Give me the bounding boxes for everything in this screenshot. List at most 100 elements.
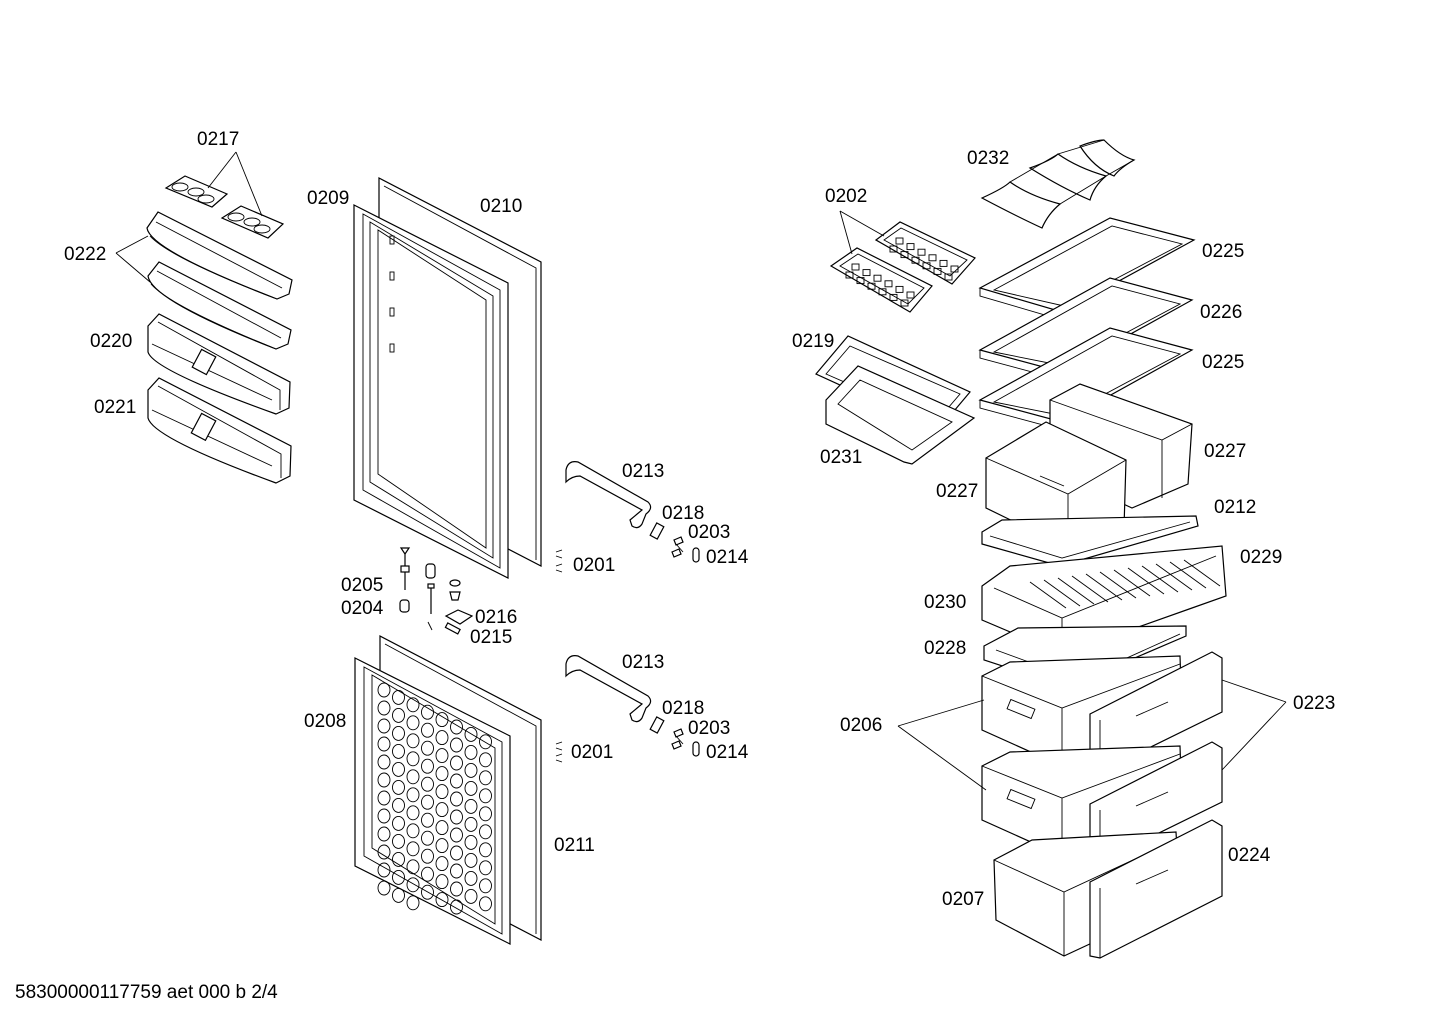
dimple [377,808,391,824]
ice-cell [922,262,931,270]
dimple [377,880,391,896]
dimple [421,758,434,774]
dimple [464,726,478,742]
callout-0220: 0220 [90,331,133,352]
dimple [464,816,478,832]
dimple [435,856,449,872]
ice-cell [906,291,915,299]
dimple [406,895,420,911]
hardware-bottom [555,716,700,763]
dimple [464,870,478,886]
leader-0217 [207,151,263,217]
dimple [421,848,434,864]
slat [1085,573,1123,601]
callout-0230: 0230 [924,592,967,613]
slat [1127,567,1165,595]
callout-0213-top: 0213 [622,461,665,482]
dimple [392,887,405,903]
ice-cell [933,267,942,275]
slat [1057,577,1095,605]
callout-0205: 0205 [341,575,384,596]
ice-cell [944,273,953,281]
dimple [392,779,405,795]
callout-0225-b: 0225 [1202,352,1245,373]
dimple [464,780,478,796]
dimple [435,712,449,728]
dimple [450,737,463,753]
slat [1155,563,1193,591]
ice-tray-grid [845,237,959,307]
ice-cell [900,251,909,259]
callout-0217: 0217 [197,129,240,150]
dimple [450,755,463,771]
dimple [435,874,449,890]
dimple [450,809,463,825]
dimple [479,842,492,858]
callout-0229: 0229 [1240,547,1283,568]
dimple [406,841,420,857]
ice-cell [911,256,920,264]
callout-0218-bottom: 0218 [662,698,705,719]
callout-0201-bottom: 0201 [571,742,614,763]
slat [1029,581,1067,609]
callout-0225-a: 0225 [1202,241,1245,262]
dimple [392,815,405,831]
dimple [406,769,420,785]
dimple [479,824,492,840]
dimple [450,881,463,897]
dimple [406,787,420,803]
dimple [392,725,405,741]
callout-0231: 0231 [820,447,863,468]
dimple [479,896,492,912]
dimple [392,833,405,849]
callout-0222: 0222 [64,244,107,265]
dimple [377,718,391,734]
ice-cell [895,237,904,245]
dimple [421,884,434,900]
leader-0206 [897,699,987,791]
dimple [479,806,492,822]
callout-0215: 0215 [470,627,513,648]
callout-0216: 0216 [475,607,518,628]
callout-0214-top: 0214 [706,547,749,568]
dimple [450,899,463,915]
dimple [377,844,391,860]
ice-cell [845,271,854,279]
dimple [406,751,420,767]
door-shelf-0221 [147,377,292,484]
dimple [450,719,463,735]
egg-tray-0217 [164,175,285,239]
dimple [464,852,478,868]
callout-0202: 0202 [825,186,868,207]
callout-0207: 0207 [942,889,985,910]
slat [1099,571,1137,599]
dimple [377,772,391,788]
dimple [450,863,463,879]
dimple [479,860,492,876]
callout-0228: 0228 [924,638,967,659]
handle-0213-top [565,461,652,529]
callout-0209: 0209 [307,188,350,209]
dimple [406,823,420,839]
dimple [435,784,449,800]
document-code: 58300000117759 aet 000 b 2/4 [15,982,278,1003]
callout-0218-top: 0218 [662,503,705,524]
dimple [450,773,463,789]
ice-cell [856,277,865,285]
callout-0210: 0210 [480,196,523,217]
box-0219-0231 [815,335,976,465]
dimple [479,770,492,786]
dimple [392,707,405,723]
ice-cell [906,243,915,251]
leader-0223 [1221,679,1287,771]
slat [1141,565,1179,593]
dimple [435,766,449,782]
dimple [464,888,478,904]
callout-0208: 0208 [304,711,347,732]
callout-0221: 0221 [94,397,137,418]
callout-0201-top: 0201 [573,555,616,576]
slat [1183,559,1221,587]
door-shelf-0220 [147,313,291,415]
dimple [464,834,478,850]
